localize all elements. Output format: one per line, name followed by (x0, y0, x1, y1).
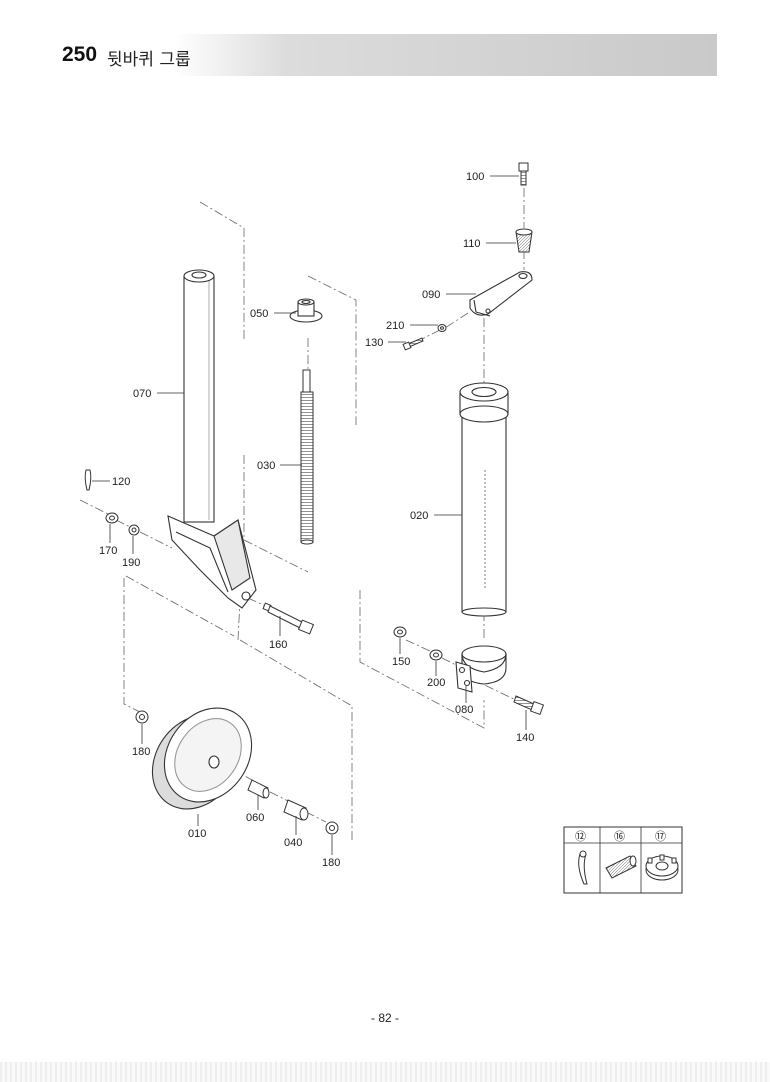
callout-150: 150 (392, 656, 410, 668)
part-210-nut (437, 324, 447, 332)
callout-180-left: 180 (132, 746, 150, 758)
part-150-nut (393, 626, 407, 638)
legend-label-17: ⑰ (655, 830, 666, 843)
cotter-pin-icon (578, 850, 588, 885)
callout-070: 070 (133, 388, 151, 400)
callout-060: 060 (246, 812, 264, 824)
part-190-washer (128, 524, 140, 536)
part-180-washer-left (135, 710, 149, 724)
callout-160: 160 (269, 639, 287, 651)
callout-170: 170 (99, 545, 117, 557)
hardware-legend-box: ⑫ ⑯ ⑰ (563, 826, 683, 894)
part-180-washer-right (325, 821, 339, 835)
threaded-stud-icon (605, 855, 637, 879)
callout-080: 080 (455, 704, 473, 716)
part-110-handle-knob (515, 228, 533, 253)
part-200-washer (429, 649, 443, 661)
part-120-cotter-pin (84, 469, 92, 491)
castle-nut-icon (645, 854, 679, 881)
part-070-support-post (183, 269, 215, 523)
part-130-bolt (402, 337, 424, 351)
part-100-screw (518, 162, 529, 186)
callout-180-right: 180 (322, 857, 340, 869)
section-header: 250 뒷바퀴 그룹 (55, 34, 717, 76)
part-140-bolt (513, 695, 545, 716)
scan-edge-strip (0, 1062, 770, 1082)
legend-label-12: ⑫ (575, 830, 586, 843)
legend-label-16: ⑯ (614, 830, 625, 843)
part-060-spacer (247, 779, 270, 799)
part-050-bushing (289, 298, 323, 323)
callout-030: 030 (257, 460, 275, 472)
part-030-threaded-spindle (300, 369, 314, 545)
section-number: 250 (62, 43, 98, 66)
page-number: - 82 - (370, 1011, 399, 1025)
section-title: 뒷바퀴 그룹 (107, 50, 191, 70)
part-170-castle-nut (105, 512, 119, 524)
callout-010: 010 (188, 828, 206, 840)
part-040-sleeve (283, 799, 309, 821)
callout-140: 140 (516, 732, 534, 744)
part-160-axle-bolt (262, 602, 315, 635)
callout-050: 050 (250, 308, 268, 320)
callout-210: 210 (386, 320, 404, 332)
part-080-clamp (455, 645, 507, 693)
callout-200: 200 (427, 677, 445, 689)
callout-190: 190 (122, 557, 140, 569)
callout-130: 130 (365, 337, 383, 349)
callout-labels: 100 110 090 050 210 130 070 030 120 020 … (99, 171, 534, 869)
part-090-crank-handle (469, 271, 533, 317)
callout-leader-lines (92, 175, 527, 855)
callout-040: 040 (284, 837, 302, 849)
caster-fork-bracket (167, 515, 257, 609)
callout-020: 020 (410, 510, 428, 522)
callout-100: 100 (466, 171, 484, 183)
callout-110: 110 (463, 238, 481, 250)
part-020-outer-tube (459, 382, 509, 617)
callout-120: 120 (112, 476, 130, 488)
callout-090: 090 (422, 289, 440, 301)
part-010-wheel (151, 707, 253, 810)
